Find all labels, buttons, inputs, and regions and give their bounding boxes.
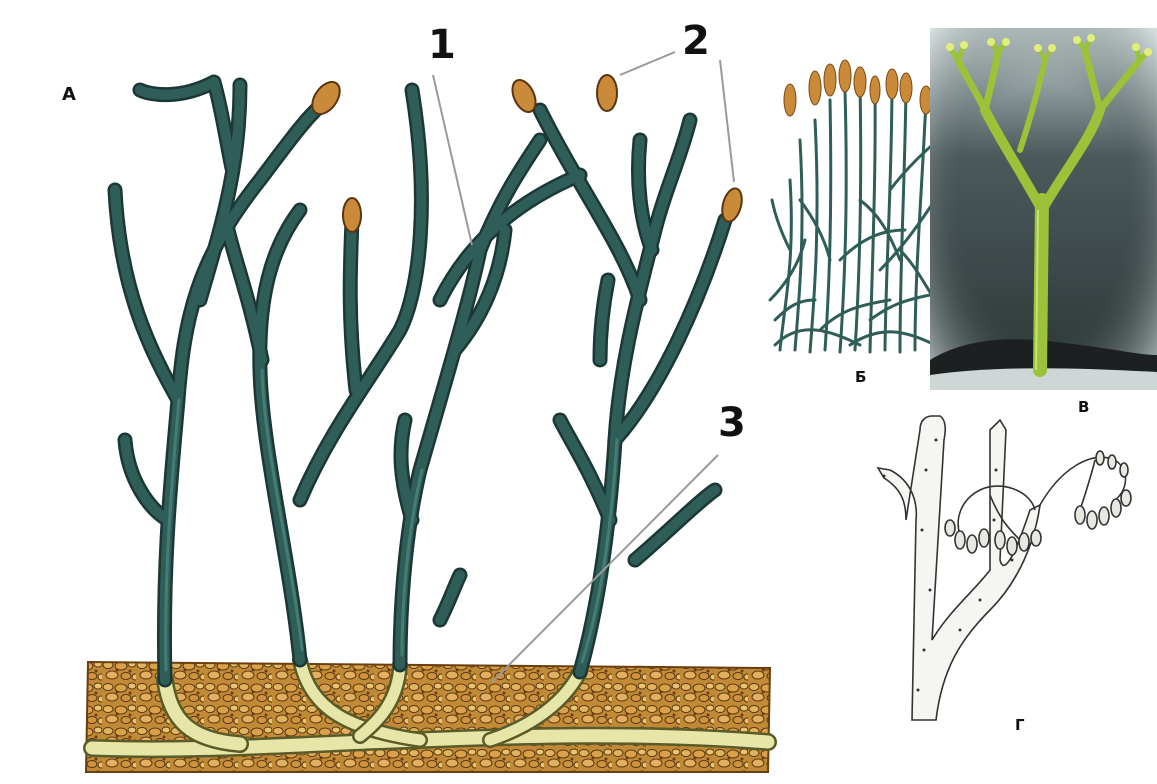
callout-label-1: 1 [428,22,456,68]
panel-label-a: А [62,84,76,105]
panel-label-v: В [1078,398,1089,416]
panel-g-drawing [878,416,1131,720]
aerial-stems [115,82,725,680]
callout-label-3: 3 [718,400,746,446]
panel-v-photo [930,28,1157,390]
panel-a-drawing [86,52,770,772]
panel-label-b: Б [855,368,866,386]
callout-label-2: 2 [682,18,710,64]
panel-g-sporangia [945,451,1131,555]
panel-label-g: Г [1015,716,1025,734]
